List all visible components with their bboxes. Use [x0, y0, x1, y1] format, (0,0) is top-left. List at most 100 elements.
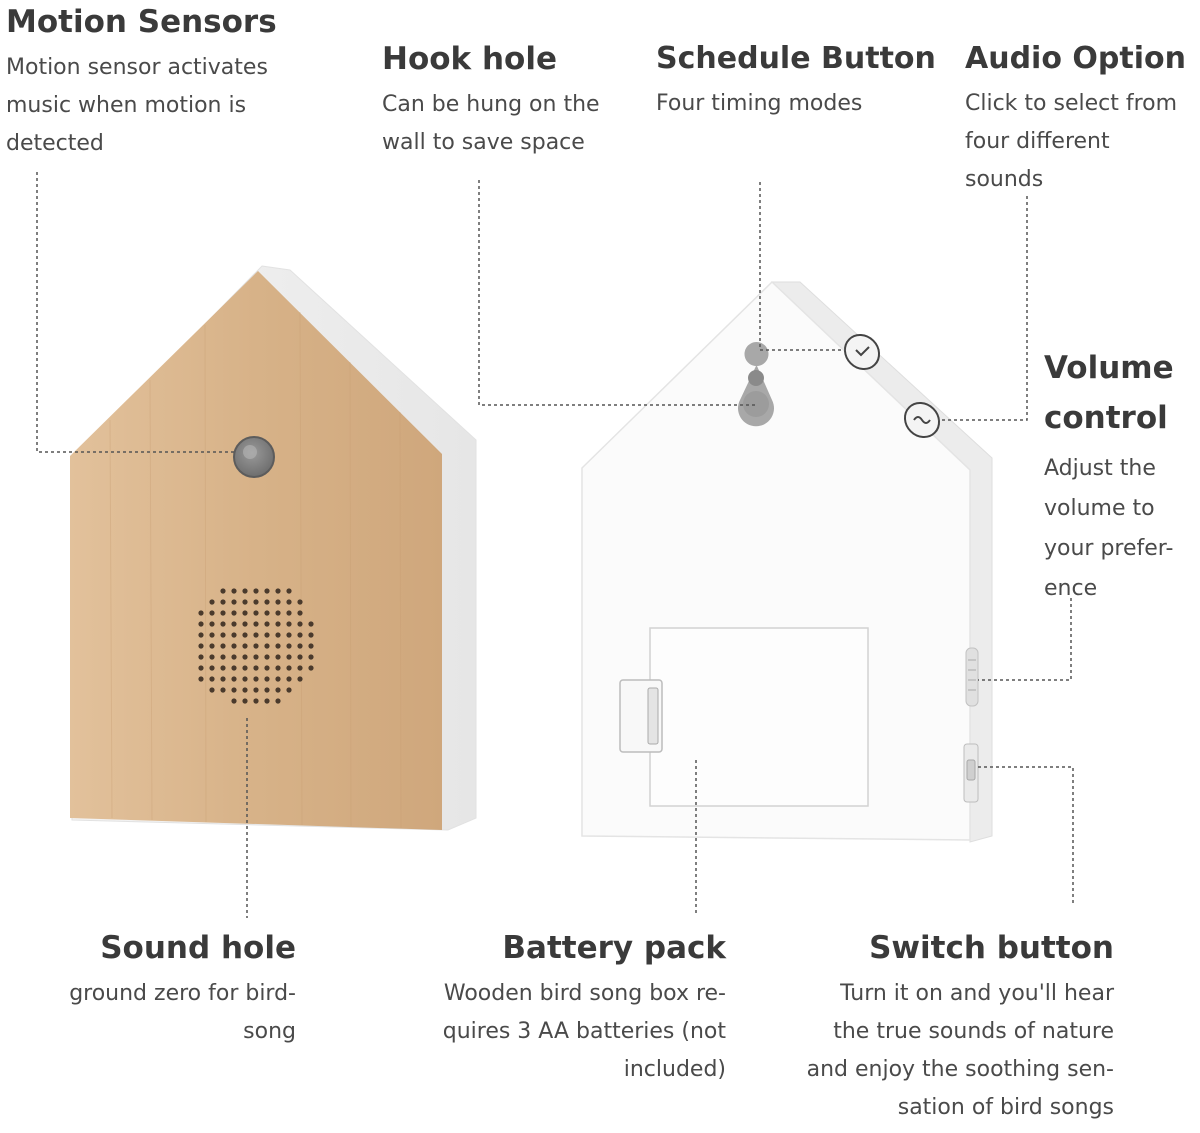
speaker-hole	[209, 676, 215, 682]
speaker-hole	[231, 698, 237, 704]
speaker-hole	[209, 621, 215, 627]
speaker-hole	[297, 676, 303, 682]
speaker-hole	[220, 610, 226, 616]
speaker-hole	[297, 643, 303, 649]
speaker-hole	[275, 687, 281, 693]
speaker-hole	[242, 698, 248, 704]
speaker-hole	[275, 599, 281, 605]
speaker-hole	[209, 610, 215, 616]
speaker-hole	[231, 687, 237, 693]
speaker-hole	[286, 599, 292, 605]
speaker-hole	[231, 610, 237, 616]
speaker-hole	[231, 676, 237, 682]
speaker-hole	[253, 698, 259, 704]
speaker-hole	[198, 643, 204, 649]
speaker-hole	[198, 676, 204, 682]
description-line: music when motion is	[6, 93, 247, 119]
speaker-hole	[264, 676, 270, 682]
speaker-hole	[231, 643, 237, 649]
speaker-hole	[286, 621, 292, 627]
speaker-hole	[231, 599, 237, 605]
speaker-hole	[198, 665, 204, 671]
callout-description: Adjust the volume to your prefer- ence	[1044, 449, 1174, 609]
speaker-hole	[286, 654, 292, 660]
description-line: your prefer-	[1044, 536, 1174, 561]
speaker-hole	[220, 599, 226, 605]
speaker-hole	[253, 599, 259, 605]
leader-lines	[36, 172, 1074, 918]
description-line: included)	[623, 1057, 726, 1083]
speaker-hole	[220, 654, 226, 660]
speaker-hole	[264, 632, 270, 638]
callout-description: Wooden bird song box re- quires 3 AA bat…	[443, 975, 726, 1089]
speaker-hole	[264, 654, 270, 660]
speaker-hole	[275, 698, 281, 704]
callout-schedule-button: Schedule Button Four timing modes	[656, 41, 936, 123]
speaker-hole	[264, 643, 270, 649]
callout-title: Volume control	[1044, 343, 1174, 443]
speaker-hole	[286, 588, 292, 594]
callout-motion-sensors: Motion Sensors Motion sensor activates m…	[6, 4, 277, 163]
speaker-hole	[264, 698, 270, 704]
speaker-hole	[297, 632, 303, 638]
callout-description: Motion sensor activates music when motio…	[6, 49, 277, 163]
speaker-hole	[220, 665, 226, 671]
description-line: detected	[6, 131, 104, 157]
speaker-hole	[198, 621, 204, 627]
speaker-hole	[220, 676, 226, 682]
speaker-hole	[209, 632, 215, 638]
description-line: Adjust the	[1044, 456, 1156, 481]
speaker-hole	[198, 632, 204, 638]
speaker-hole	[209, 687, 215, 693]
callout-volume-control: Volume control Adjust the volume to your…	[1044, 343, 1174, 609]
speaker-hole	[275, 643, 281, 649]
speaker-hole	[220, 687, 226, 693]
speaker-hole	[242, 632, 248, 638]
wood-face	[70, 271, 442, 830]
title-line: Volume	[1044, 350, 1174, 386]
title-line: control	[1044, 400, 1168, 436]
speaker-hole	[231, 588, 237, 594]
speaker-hole	[308, 665, 314, 671]
speaker-hole	[275, 654, 281, 660]
speaker-hole	[253, 632, 259, 638]
speaker-hole	[242, 610, 248, 616]
speaker-hole	[308, 643, 314, 649]
description-line: sounds	[965, 167, 1044, 192]
speaker-hole	[231, 632, 237, 638]
callout-title: Schedule Button	[656, 41, 936, 76]
callout-title: Sound hole	[100, 930, 296, 966]
speaker-hole	[198, 654, 204, 660]
speaker-hole	[264, 599, 270, 605]
birdhouse-back	[581, 280, 993, 843]
speaker-hole	[220, 632, 226, 638]
description-line: song	[243, 1019, 296, 1045]
description-line: Four timing modes	[656, 91, 863, 116]
speaker-hole	[308, 621, 314, 627]
callout-title: Motion Sensors	[6, 4, 277, 40]
speaker-hole	[275, 676, 281, 682]
speaker-hole	[242, 643, 248, 649]
speaker-hole	[242, 676, 248, 682]
speaker-hole	[242, 654, 248, 660]
speaker-hole	[220, 621, 226, 627]
speaker-hole	[253, 621, 259, 627]
speaker-hole	[209, 643, 215, 649]
speaker-hole	[253, 588, 259, 594]
speaker-hole	[275, 610, 281, 616]
speaker-hole	[209, 599, 215, 605]
birdhouse-front	[70, 265, 477, 831]
description-line: Wooden bird song box re-	[443, 981, 726, 1007]
callout-audio-option: Audio Option Click to select from four d…	[965, 41, 1186, 199]
speaker-hole	[253, 665, 259, 671]
speaker-hole	[242, 621, 248, 627]
volume-wheel-icon	[965, 647, 979, 707]
speaker-hole	[253, 654, 259, 660]
callout-description: Four timing modes	[656, 85, 936, 123]
description-line: ground zero for bird-	[69, 981, 296, 1007]
callout-switch-button: Switch button Turn it on and you'll hear…	[807, 930, 1114, 1127]
speaker-hole	[220, 643, 226, 649]
speaker-hole	[297, 665, 303, 671]
callout-battery-pack: Battery pack Wooden bird song box re- qu…	[443, 930, 726, 1089]
speaker-hole	[253, 610, 259, 616]
